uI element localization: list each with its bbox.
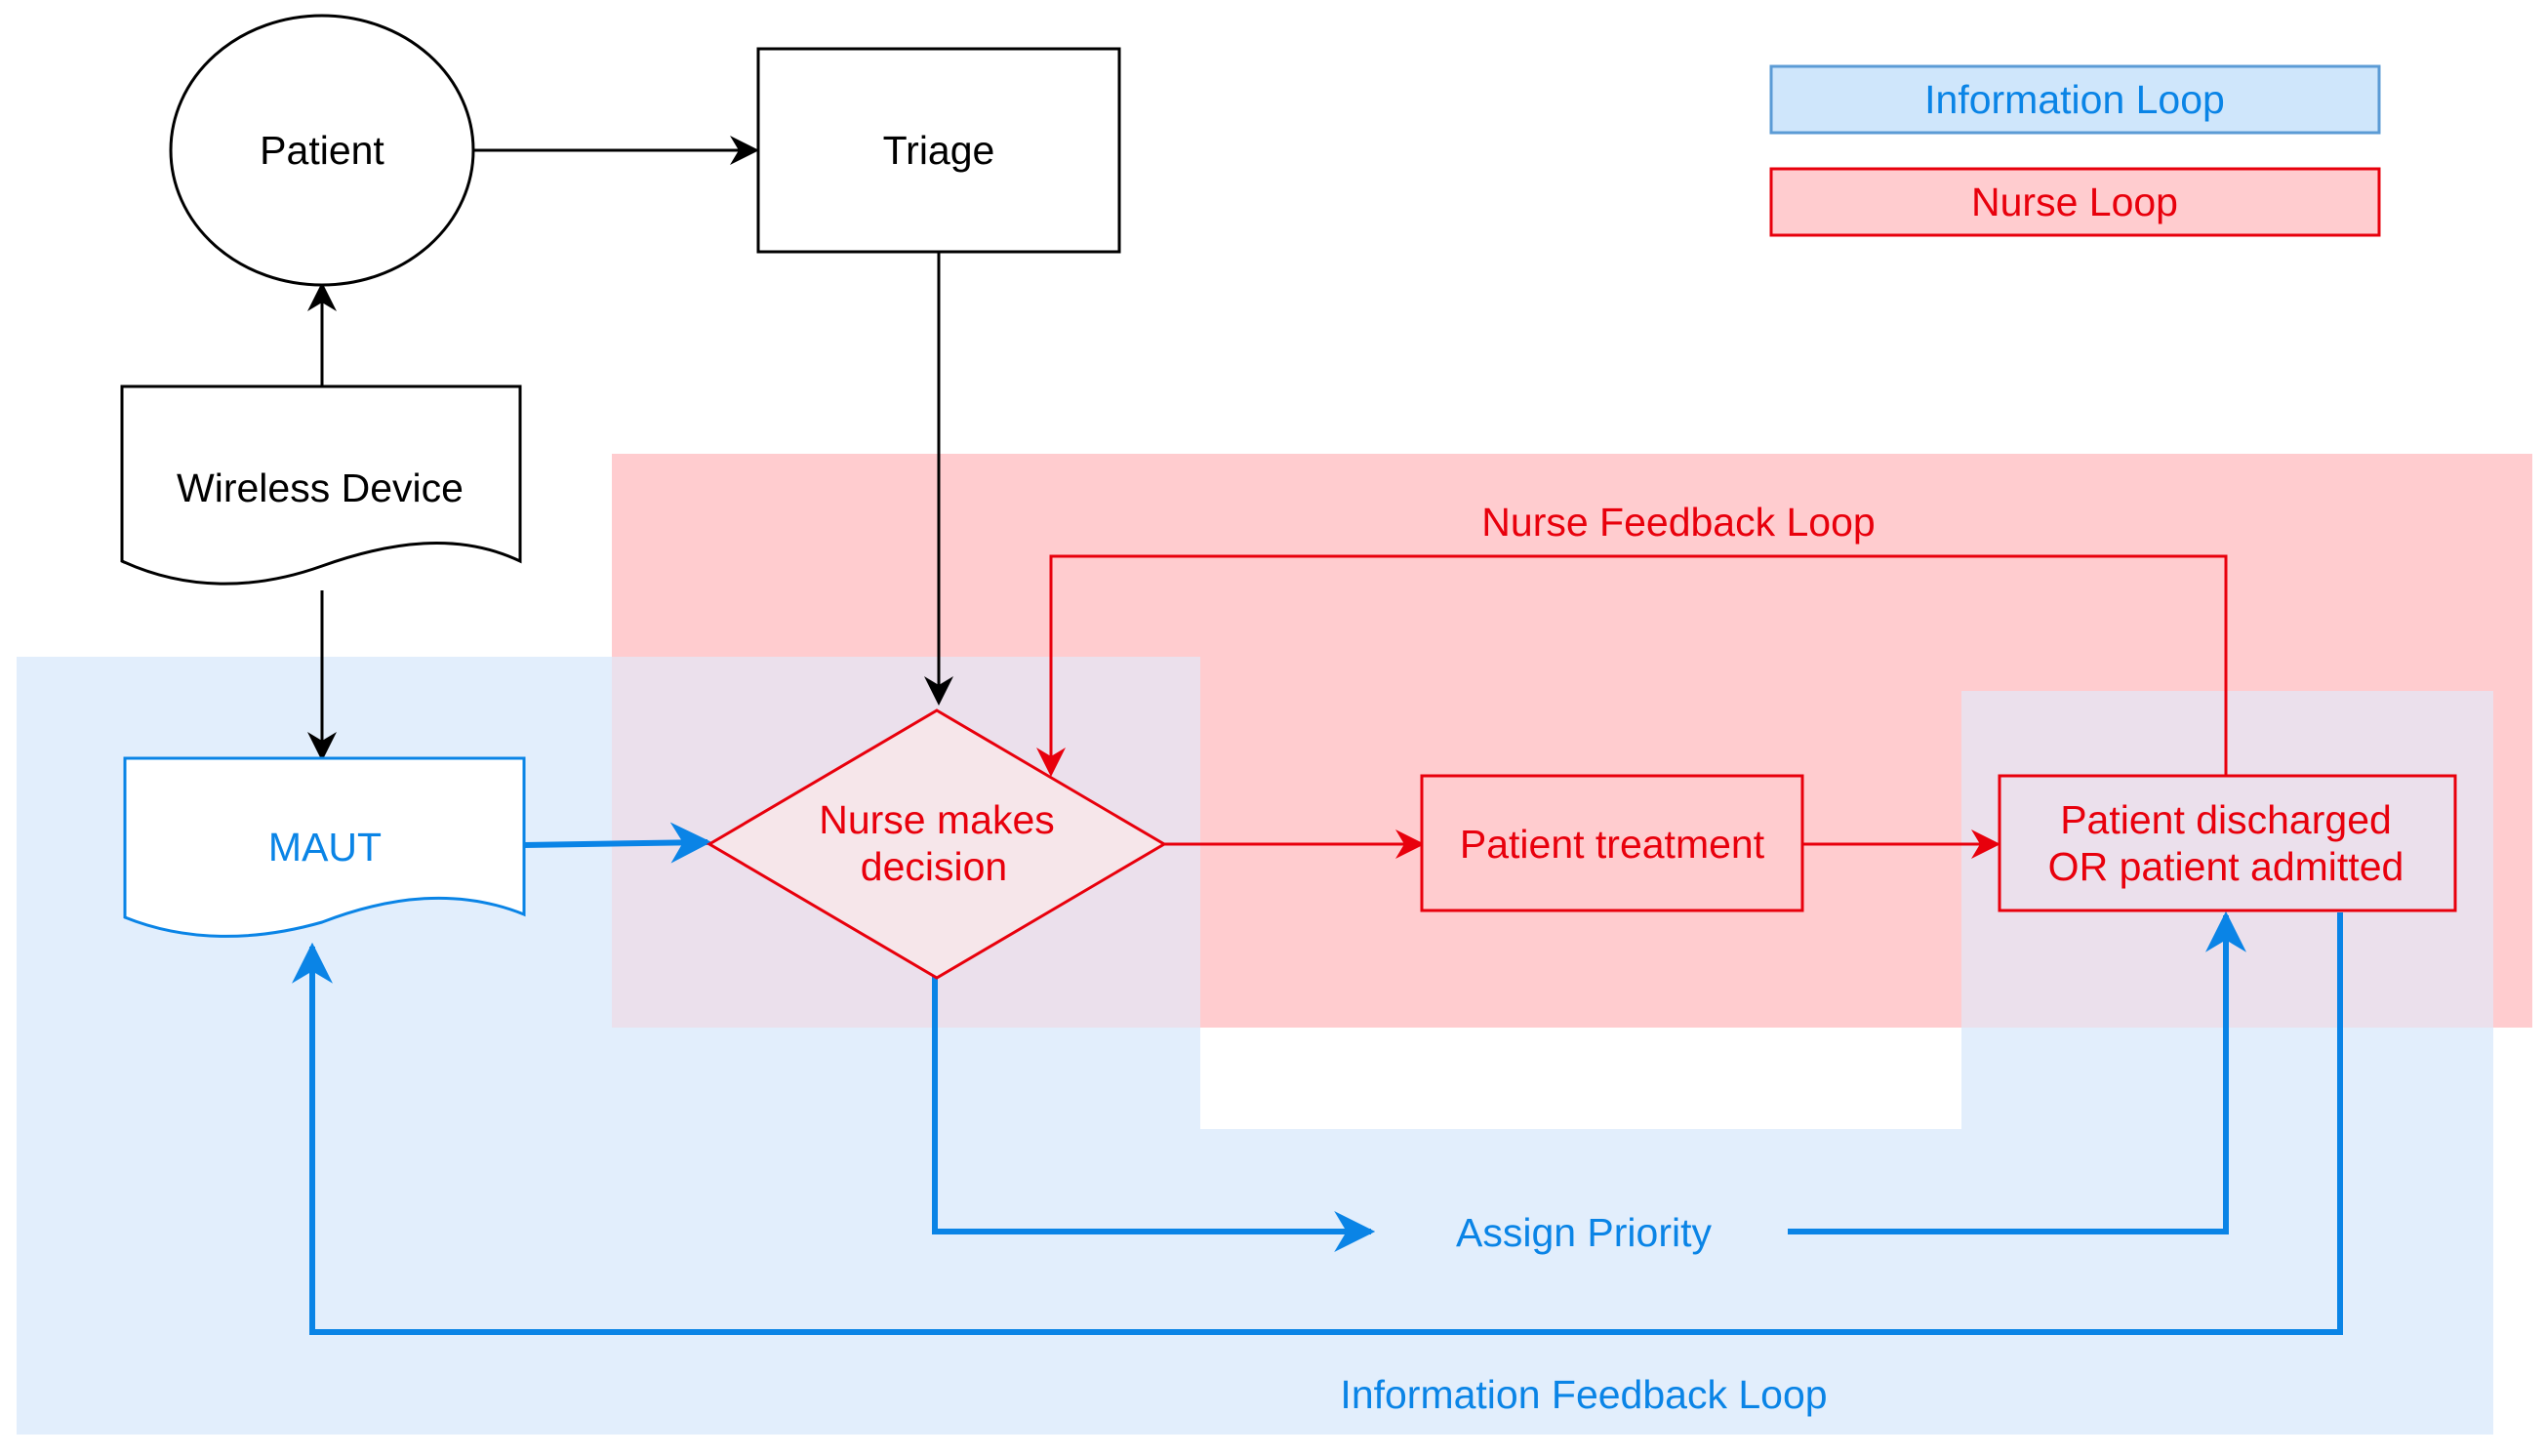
- nurse-decision-node: Nurse makes decision: [707, 708, 1167, 980]
- patient-circle: [169, 14, 475, 287]
- wireless-device-document-shape: [120, 384, 522, 586]
- maut-label: MAUT: [268, 825, 382, 870]
- patient-node: Patient: [169, 14, 475, 287]
- assign-priority-label: Assign Priority: [1456, 1210, 1713, 1255]
- maut-node: MAUT: [123, 756, 526, 938]
- legend-information-loop-label: Information Loop: [1924, 77, 2225, 122]
- patient-treatment-node: Patient treatment: [1420, 774, 1804, 912]
- loop-regions: [17, 454, 2532, 1435]
- legend: Information Loop Nurse Loop: [1769, 64, 2381, 237]
- information-feedback-loop-arrow: [292, 912, 2343, 1335]
- decision-to-assign-priority-arrow: [932, 976, 1376, 1252]
- assign-priority-to-outcome-arrow: [1788, 910, 2246, 1234]
- outcome-node: Patient discharged OR patient admitted: [1998, 774, 2457, 912]
- legend-nurse-loop-label: Nurse Loop: [1971, 180, 2178, 224]
- legend-information-loop-box: [1769, 64, 2381, 135]
- wireless-device-node: Wireless Device: [120, 384, 522, 586]
- maut-document-shape: [123, 756, 526, 938]
- outcome-label-line2: OR patient admitted: [2048, 844, 2404, 889]
- blue-connectors: [292, 822, 2343, 1335]
- legend-nurse-loop-box: [1769, 167, 2381, 237]
- information-feedback-loop-label: Information Feedback Loop: [1340, 1372, 1827, 1417]
- red-connectors: [1036, 554, 2228, 859]
- wireless-device-label: Wireless Device: [177, 465, 464, 510]
- triage-label: Triage: [883, 128, 995, 173]
- patient-treatment-box: [1420, 774, 1804, 912]
- nurse-decision-diamond: [707, 708, 1167, 980]
- outcome-box: [1998, 774, 2457, 912]
- nurse-feedback-loop-label: Nurse Feedback Loop: [1481, 500, 1875, 545]
- nurse-decision-label-line2: decision: [861, 844, 1007, 889]
- triage-node: Triage: [756, 47, 1121, 254]
- black-connectors: [307, 136, 953, 761]
- triage-box: [756, 47, 1121, 254]
- nurse-feedback-loop-arrow: [1036, 554, 2228, 777]
- outcome-label-line1: Patient discharged: [2060, 797, 2392, 842]
- maut-to-decision-arrow: [523, 822, 712, 864]
- patient-label: Patient: [260, 128, 384, 173]
- nurse-decision-label-line1: Nurse makes: [819, 797, 1055, 842]
- patient-treatment-label: Patient treatment: [1460, 822, 1765, 867]
